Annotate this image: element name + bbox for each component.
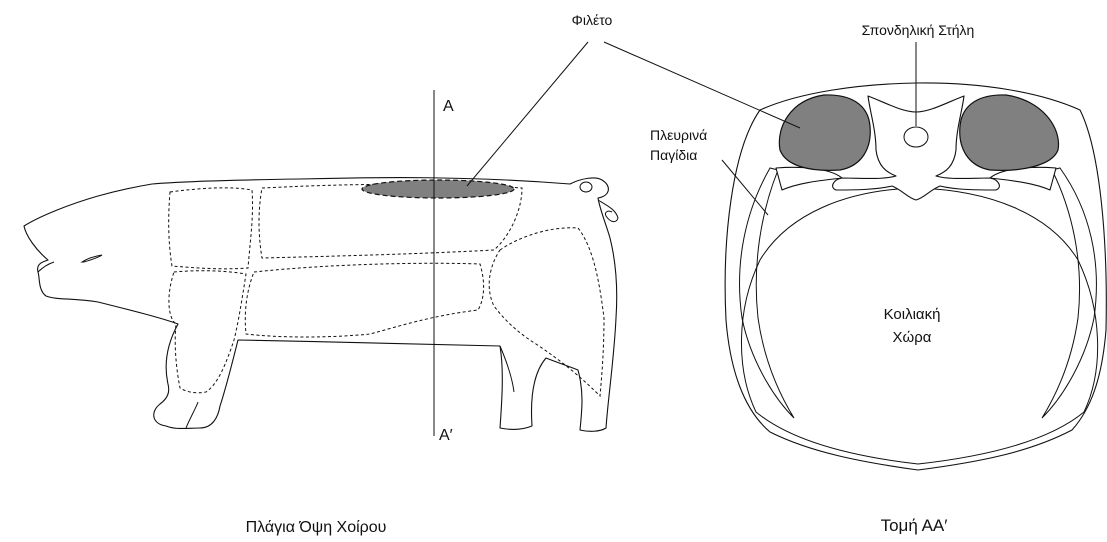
- section-label-a: Α: [443, 98, 454, 115]
- pig-body-outline: [24, 178, 617, 432]
- filet-leader-section: [604, 42, 800, 128]
- ribs-label-line1: Πλευρινά: [650, 127, 707, 143]
- filet-label: Φιλέτο: [572, 12, 613, 28]
- section-caption: Τομή ΑΑ′: [881, 516, 948, 535]
- ribs-label-line2: Παγίδια: [650, 147, 697, 163]
- filet-leader-side: [467, 42, 588, 186]
- cavity-label-line1: Κοιλιακή: [884, 306, 941, 323]
- filet-muscle-side: [362, 180, 514, 198]
- spine-label: Σπονδηλική Στήλη: [862, 22, 975, 38]
- cavity-label-line2: Χώρα: [893, 329, 932, 346]
- pig-side-view: Α Α′ Πλάγια Όψη Χοίρου: [24, 90, 618, 536]
- side-view-caption: Πλάγια Όψη Χοίρου: [246, 519, 387, 536]
- cross-section-aa: Σπονδηλική Στήλη Πλευρινά Παγίδια Κοιλια…: [650, 22, 1106, 535]
- section-label-a-prime: Α′: [439, 427, 453, 444]
